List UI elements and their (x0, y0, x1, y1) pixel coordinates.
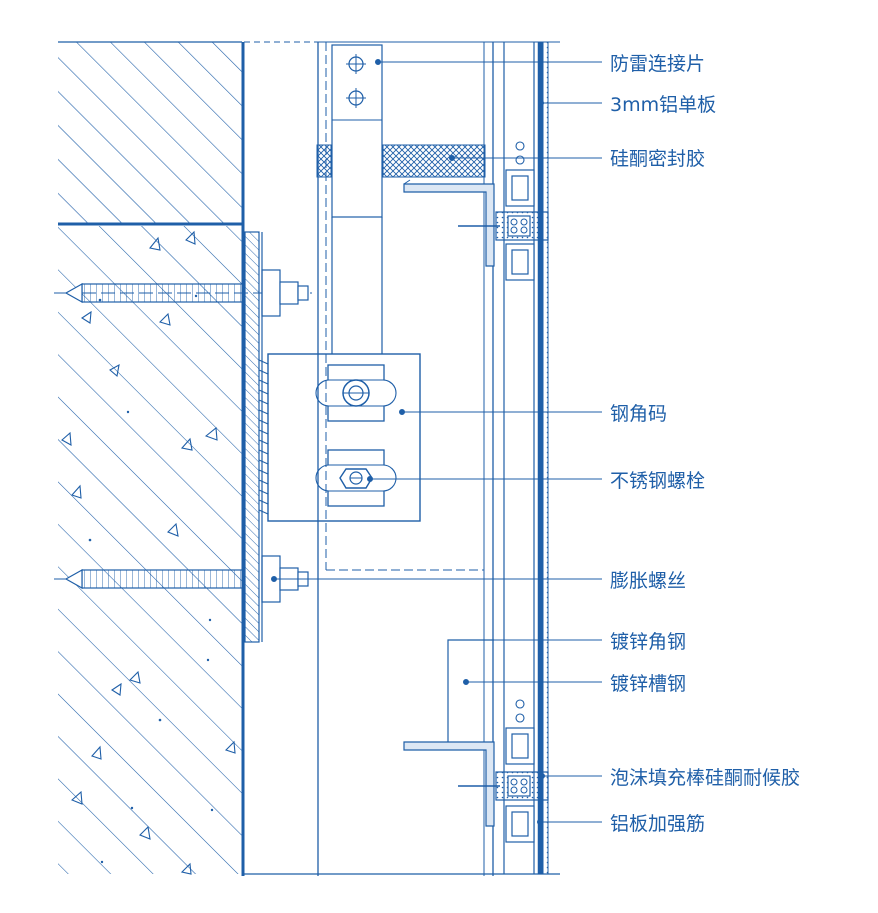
panel-stiffeners (505, 169, 535, 843)
embed-plate (244, 231, 263, 643)
silicone-sealant-band (316, 144, 486, 178)
label-stainless-bolt: 不锈钢螺栓 (610, 470, 705, 492)
galvanized-angle-bracket-lower (447, 639, 494, 742)
label-steel-angle-bracket: 钢角码 (610, 403, 667, 425)
masonry-wall (58, 41, 242, 224)
expansion-bolt-upper (54, 269, 312, 317)
concrete-structure (58, 226, 242, 875)
steel-angle-bracket (258, 353, 421, 522)
label-galvanized-angle: 镀锌角钢 (610, 631, 686, 653)
lightning-strip (331, 44, 383, 354)
foam-rod-sealant-joint-upper (495, 211, 549, 241)
galvanized-angle-upper (403, 179, 495, 267)
label-silicone-sealant: 硅酮密封胶 (610, 148, 705, 170)
galvanized-channel-frame (244, 41, 560, 876)
self-tapping-screws (458, 225, 500, 787)
leader-lines (271, 59, 602, 825)
panel-rivets (515, 141, 525, 723)
label-aluminum-panel: 3mm铝单板 (610, 94, 716, 116)
label-panel-stiffener: 铝板加强筋 (610, 813, 705, 835)
label-foam-rod-weather-sealant: 泡沫填充棒硅酮耐候胶 (610, 767, 800, 789)
label-expansion-bolt: 膨胀螺丝 (610, 570, 686, 592)
label-lightning-strip: 防雷连接片 (610, 53, 705, 75)
galvanized-angle-lower (403, 741, 495, 827)
label-galvanized-channel: 镀锌槽钢 (610, 673, 686, 695)
